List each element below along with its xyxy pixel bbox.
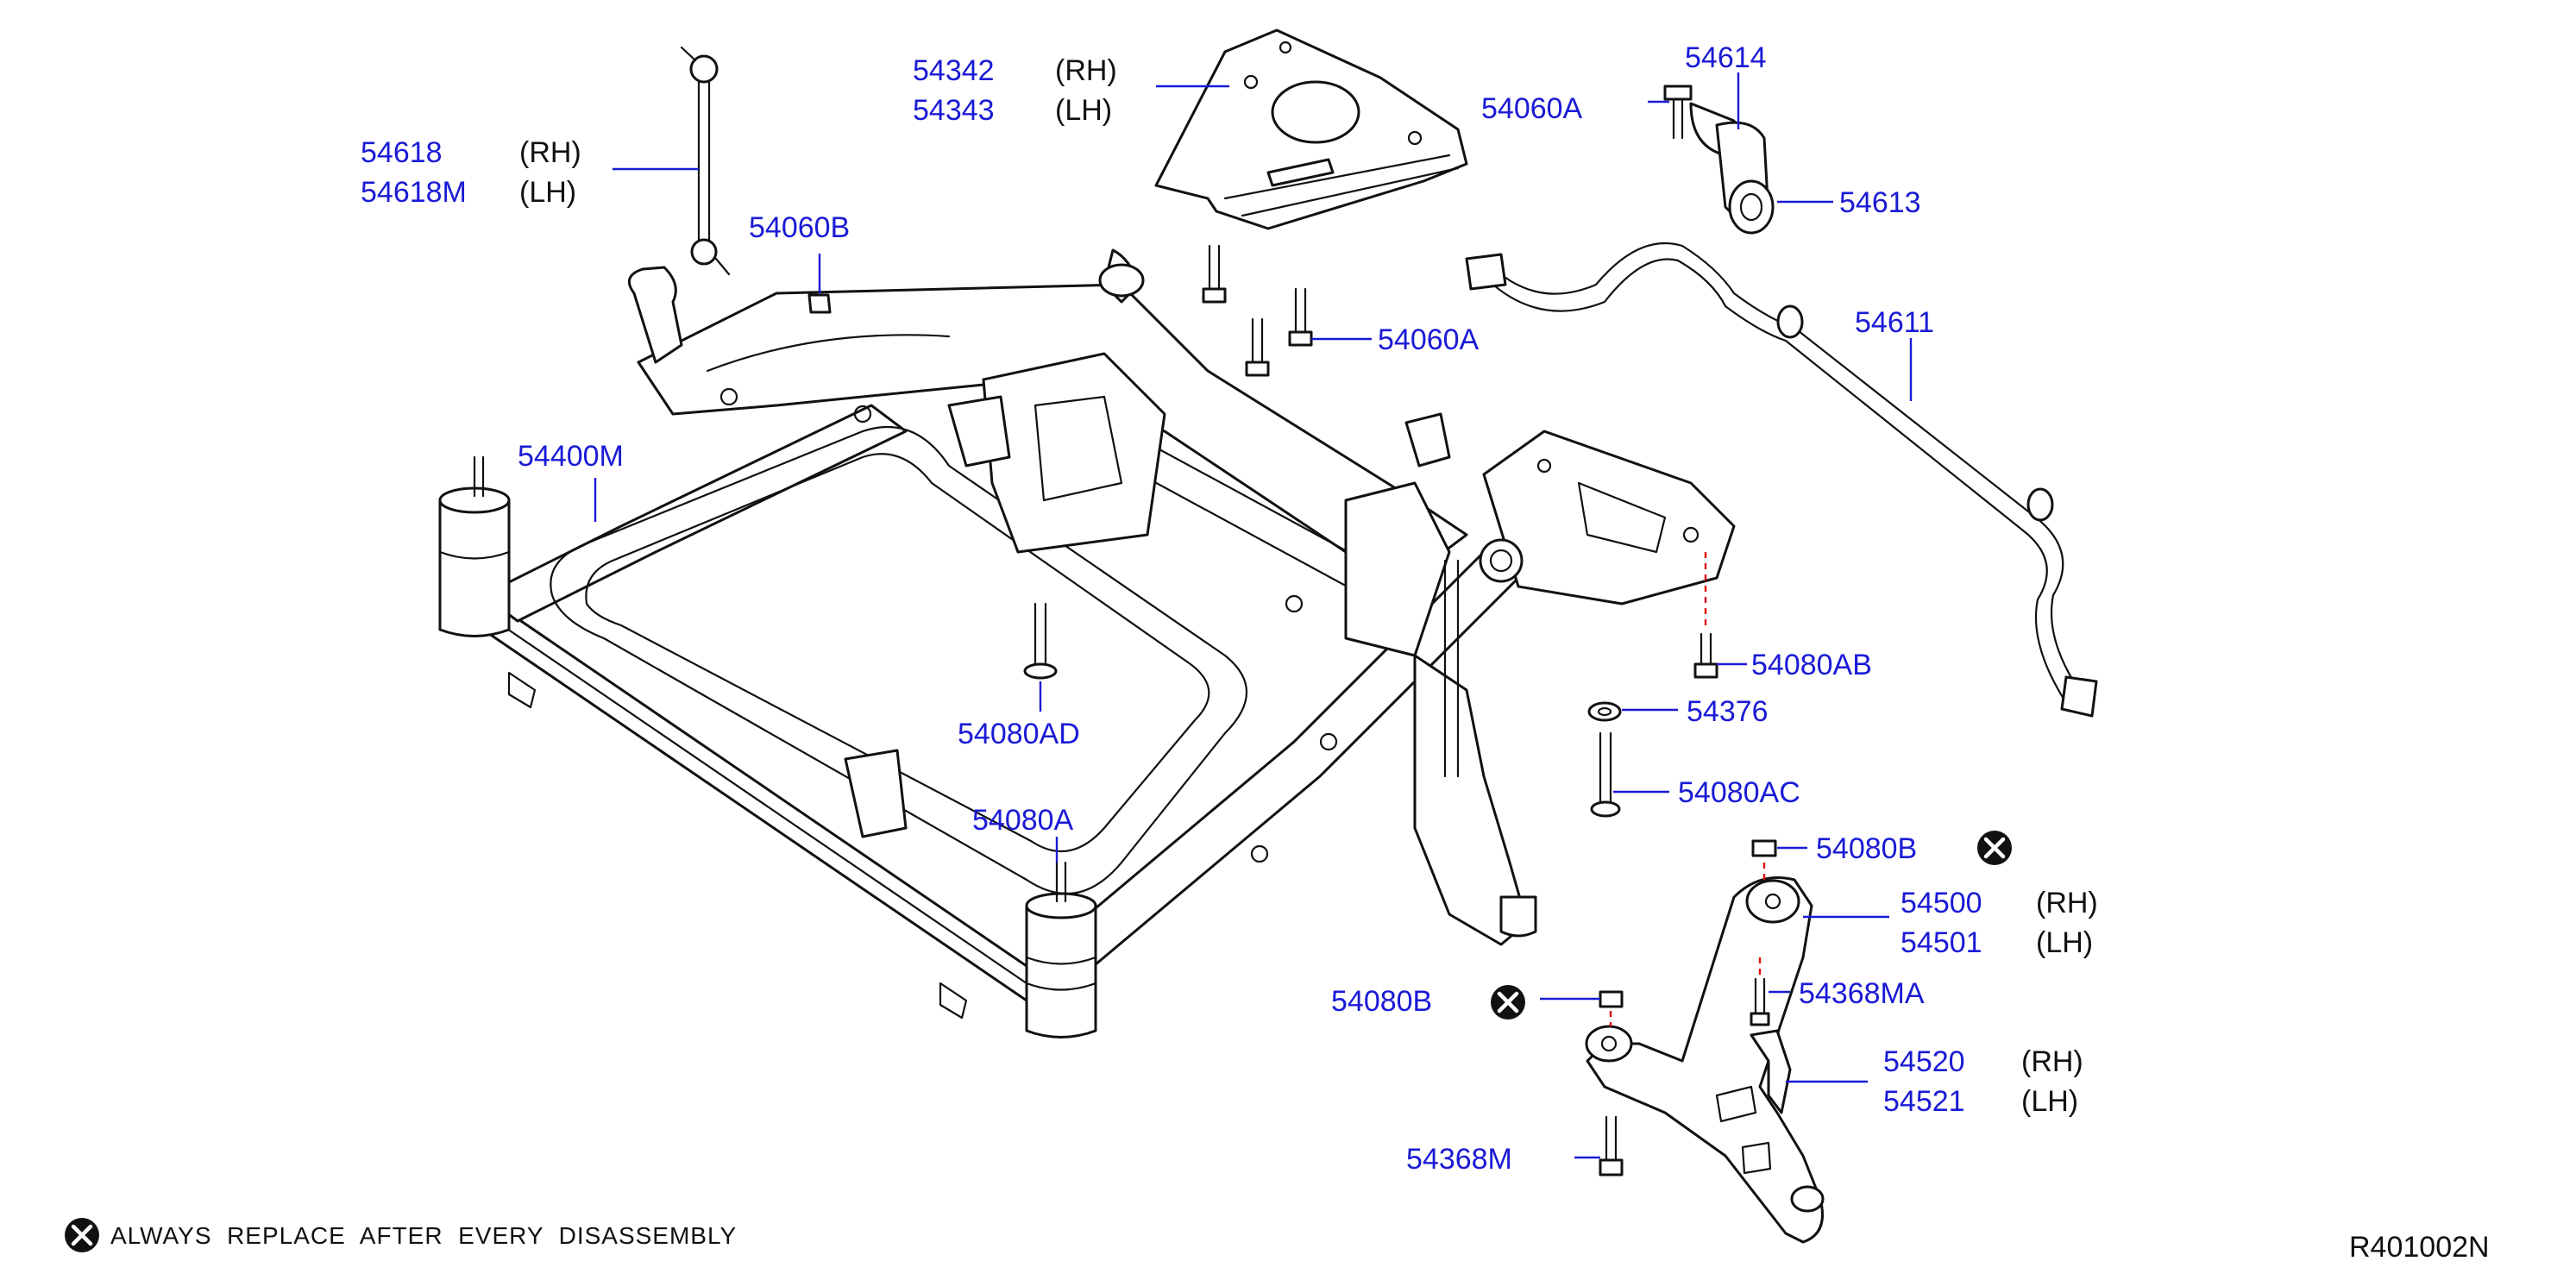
stabilizer-bar-drawing	[1465, 242, 2098, 718]
bolt-54060A-mid-2	[1288, 287, 1313, 347]
label-54618M: 54618M	[361, 176, 467, 209]
label-54614: 54614	[1685, 41, 1767, 74]
legend: ALWAYS REPLACE AFTER EVERY DISASSEMBLY	[65, 1218, 737, 1252]
leader-lines	[594, 72, 1913, 1159]
label-54080A: 54080A	[972, 804, 1074, 837]
bolt-54080AC	[1590, 731, 1621, 818]
label-54080B-left: 54080B	[1331, 985, 1432, 1018]
bolt-54080AB	[1693, 552, 1718, 679]
label-54520: 54520	[1883, 1045, 1965, 1078]
diagram-reference: R401002N	[2349, 1231, 2490, 1264]
callout-labels: 54618 54618M (RH) (LH) 54342 54343 (RH) …	[361, 41, 2098, 1176]
label-54060B: 54060B	[749, 211, 850, 244]
label-lh-54521: (LH)	[2021, 1085, 2078, 1118]
upper-bracket-drawing	[1154, 28, 1468, 230]
label-54611: 54611	[1855, 306, 1934, 339]
label-54618: 54618	[361, 136, 443, 169]
label-54521: 54521	[1883, 1085, 1965, 1118]
bushing-clamp-drawing	[1663, 85, 1775, 235]
transverse-link-drawing	[1585, 839, 1825, 1244]
label-54368M: 54368M	[1406, 1143, 1512, 1176]
label-54060A-top: 54060A	[1481, 92, 1583, 125]
label-rh-54342: (RH)	[1055, 54, 1117, 87]
circled-x-icon	[65, 1218, 99, 1252]
bolt-54060A-mid-1	[1245, 317, 1270, 377]
circled-x-icon	[1977, 831, 2012, 865]
bolt-54060A-top	[1202, 244, 1227, 304]
label-54501: 54501	[1901, 926, 1982, 959]
label-lh-54343: (LH)	[1055, 94, 1112, 127]
label-54400M: 54400M	[518, 440, 624, 473]
label-54376: 54376	[1687, 695, 1769, 728]
stabilizer-link-drawing	[680, 46, 731, 276]
washer-54376	[1587, 701, 1622, 722]
label-54500: 54500	[1901, 887, 1982, 919]
label-rh-54618: (RH)	[519, 136, 581, 169]
label-54343: 54343	[913, 94, 995, 127]
subframe-drawing	[438, 248, 1736, 1038]
nut-54060B	[807, 293, 832, 314]
label-54080AB: 54080AB	[1751, 649, 1872, 681]
label-54613: 54613	[1839, 186, 1921, 219]
label-rh-54500: (RH)	[2036, 887, 2098, 919]
label-lh-54501: (LH)	[2036, 926, 2093, 959]
legend-text: ALWAYS REPLACE AFTER EVERY DISASSEMBLY	[110, 1222, 737, 1249]
label-54342: 54342	[913, 54, 995, 87]
label-lh-54618: (LH)	[519, 176, 576, 209]
bolt-54080AD	[1023, 602, 1058, 680]
label-54080AC: 54080AC	[1678, 776, 1800, 809]
circled-x-icon	[1491, 985, 1525, 1020]
label-54080B-right: 54080B	[1816, 832, 1917, 865]
label-54060A-mid: 54060A	[1378, 323, 1480, 356]
label-54080AD: 54080AD	[958, 718, 1080, 750]
label-54368MA: 54368MA	[1799, 977, 1925, 1010]
label-rh-54520: (RH)	[2021, 1045, 2083, 1078]
